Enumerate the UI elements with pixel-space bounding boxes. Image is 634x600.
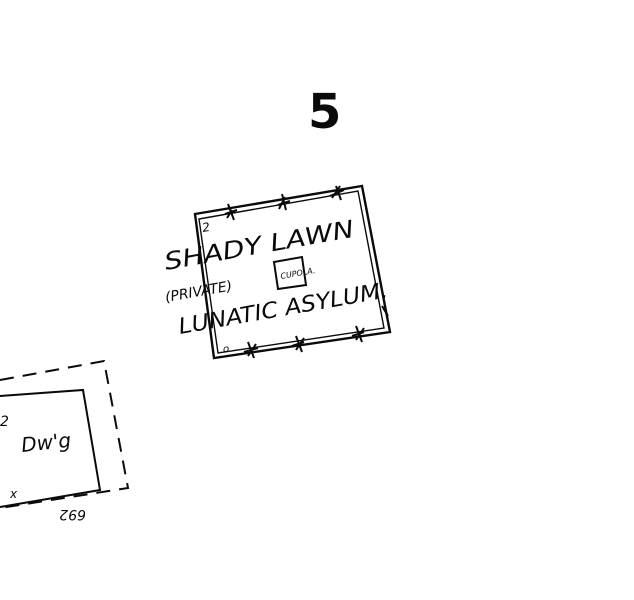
sheet-number: 5 xyxy=(308,84,341,140)
main-building-stories: 2 xyxy=(201,220,211,235)
main-building-corner-mark: o xyxy=(223,344,229,355)
left-building-address: 692 xyxy=(59,506,86,522)
cupola: CUPOLA. xyxy=(272,255,316,291)
building-name-line2: (PRIVATE) xyxy=(164,278,234,306)
opening-marks xyxy=(224,185,389,359)
left-building: 2 Dw'g x 692 xyxy=(0,359,130,522)
building-name-line1: SHADY LAWN xyxy=(162,215,356,276)
left-building-stories: 2 xyxy=(0,414,9,430)
left-building-corner-mark: x xyxy=(9,487,18,501)
cupola-label: CUPOLA. xyxy=(280,266,316,281)
left-building-label: Dw'g xyxy=(20,428,72,457)
main-building: 2 SHADY LAWN (PRIVATE) CUPOLA. LUNATIC A… xyxy=(162,184,392,360)
